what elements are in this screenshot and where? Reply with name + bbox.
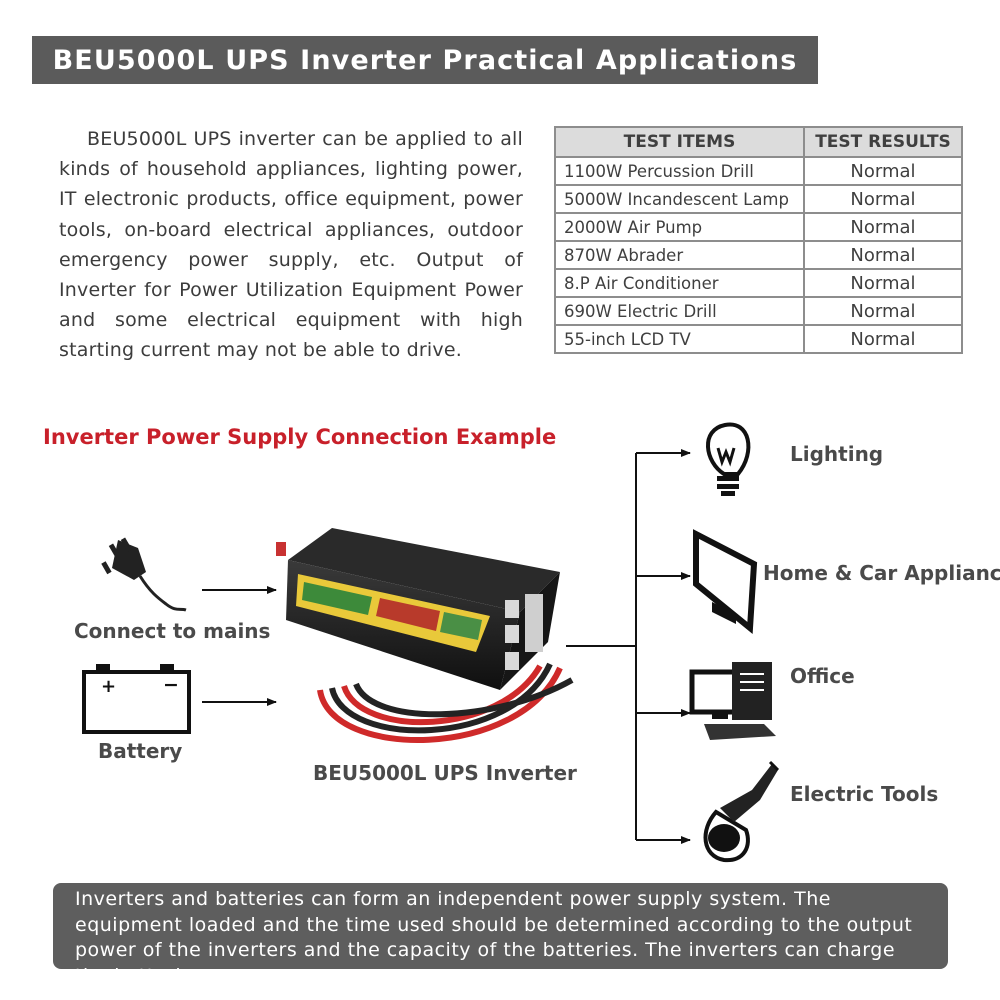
table-row: 5000W Incandescent Lamp Normal [554, 184, 963, 214]
test-item: 1100W Percussion Drill [554, 156, 805, 186]
page-title: BEU5000L UPS Inverter Practical Applicat… [52, 44, 798, 76]
test-result: Normal [803, 184, 963, 214]
monitor-icon [693, 529, 758, 635]
test-result: Normal [803, 324, 963, 354]
table-header-row: TEST ITEMS TEST RESULTS [554, 126, 963, 158]
inverter-label: BEU5000L UPS Inverter [313, 761, 577, 785]
header-test-results: TEST RESULTS [803, 126, 963, 158]
table-row: 8.P Air Conditioner Normal [554, 268, 963, 298]
home-car-label: Home & Car Appliances [763, 561, 1000, 585]
electric-tools-label: Electric Tools [790, 782, 939, 806]
office-label: Office [790, 664, 855, 688]
bottom-note: Inverters and batteries can form an inde… [53, 883, 948, 987]
test-table: TEST ITEMS TEST RESULTS 1100W Percussion… [554, 126, 963, 354]
table-row: 690W Electric Drill Normal [554, 296, 963, 326]
test-item: 8.P Air Conditioner [554, 268, 805, 298]
test-result: Normal [803, 156, 963, 186]
section-heading: Inverter Power Supply Connection Example [43, 425, 557, 449]
table-row: 55-inch LCD TV Normal [554, 324, 963, 354]
battery-plus-symbol: + [101, 676, 117, 697]
table-row: 2000W Air Pump Normal [554, 212, 963, 242]
battery-icon [82, 664, 191, 734]
angle-grinder-icon [703, 760, 780, 863]
computer-icon [689, 662, 776, 740]
plug-icon [101, 537, 187, 612]
lighting-label: Lighting [790, 442, 884, 466]
inverter-image [276, 528, 574, 743]
title-banner: BEU5000L UPS Inverter Practical Applicat… [32, 36, 818, 84]
distribution-lines [566, 449, 691, 844]
test-result: Normal [803, 268, 963, 298]
battery-label: Battery [98, 739, 183, 763]
test-item: 55-inch LCD TV [554, 324, 805, 354]
test-item: 2000W Air Pump [554, 212, 805, 242]
test-result: Normal [803, 296, 963, 326]
test-item: 870W Abrader [554, 240, 805, 270]
test-result: Normal [803, 240, 963, 270]
test-result: Normal [803, 212, 963, 242]
table-row: 870W Abrader Normal [554, 240, 963, 270]
header-test-items: TEST ITEMS [554, 126, 805, 158]
test-item: 5000W Incandescent Lamp [554, 184, 805, 214]
intro-paragraph: BEU5000L UPS inverter can be applied to … [59, 128, 523, 362]
test-item: 690W Electric Drill [554, 296, 805, 326]
mains-label: Connect to mains [74, 619, 271, 643]
table-row: 1100W Percussion Drill Normal [554, 156, 963, 186]
bulb-icon [706, 422, 751, 496]
battery-minus-symbol: − [163, 674, 179, 696]
